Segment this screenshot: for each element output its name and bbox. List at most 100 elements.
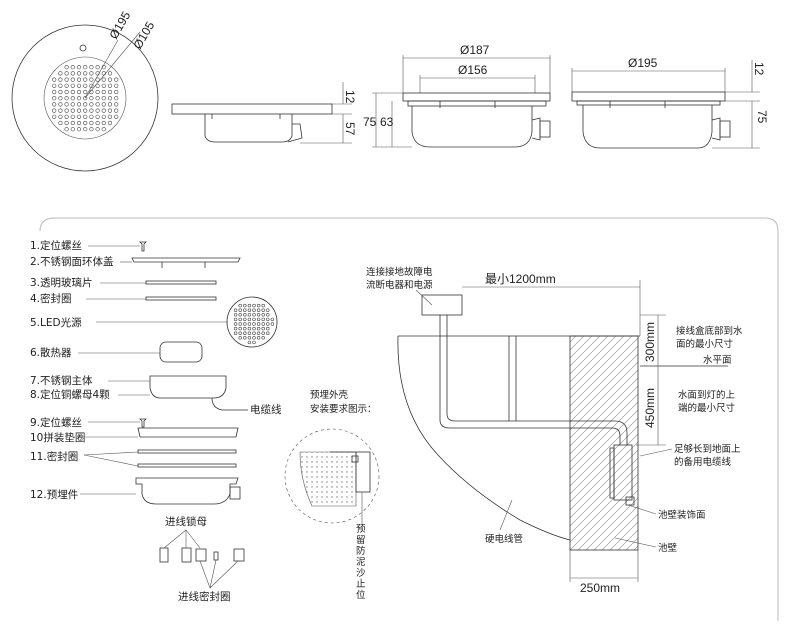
led-dot [261,331,265,335]
led-dot [107,71,113,76]
side-view-1: 12 57 [171,82,357,144]
led-dot [252,322,256,326]
led-dot [58,89,63,95]
screw-hole [79,44,87,52]
part-label-9: 9.定位螺丝 [30,416,82,429]
led-dot [247,322,252,326]
led-dot [70,127,75,132]
led-dot [70,71,75,76]
led-dot [76,127,82,132]
led-dot [89,120,94,126]
box-note-2: 面的最小尺寸 [676,338,734,350]
led-dot [76,102,82,107]
led-dot [238,313,242,317]
dim-h57: 57 [343,122,357,136]
led-dot [243,308,247,312]
led-dot [70,89,75,95]
dim-h12-b: 12 [752,62,766,76]
led-dot [261,313,265,317]
led-dot [76,108,82,113]
led-dot [70,120,75,126]
led-dot [261,322,265,326]
led-dot [64,71,69,76]
led-dot [233,331,238,335]
side-view-2: Ø187 Ø156 75 63 [363,43,551,148]
led-dot [233,326,238,331]
leak-note-1: 连接接地故障电 [366,266,433,278]
led-dot [233,308,238,312]
led-dot [243,313,247,317]
led-dot [52,77,57,82]
led-dot [252,317,256,322]
led-dot [256,308,261,312]
led-dot [247,313,252,317]
seal-ring-label: 进线密封圈 [178,590,231,603]
led-dot [76,83,82,88]
led-dot [83,83,88,88]
led-dot [107,102,113,107]
side-view-3: Ø195 12 75 [571,56,769,149]
dim-300: 300mm [643,322,657,362]
led-dot [114,96,119,101]
mud-text-char: 预 [356,524,366,535]
led-dot [83,89,88,95]
led-dot [261,317,265,322]
led-dot [261,308,265,312]
led-dot [64,102,69,107]
dim-d187: Ø187 [460,43,490,57]
dim-d105: Ø105 [130,19,157,52]
housing-title-2: 安装要求图示： [310,403,377,415]
led-dot [252,340,256,345]
led-dot [52,96,57,101]
led-dot [233,317,238,322]
led-dot [266,317,270,322]
led-dot [114,108,119,113]
led-dot [64,114,69,119]
led-dot [247,331,252,335]
part-label-8: 8.定位铜螺母4颗 [30,388,110,401]
led-dot [89,65,94,70]
part-label-6: 6.散热器 [30,346,72,359]
part-label-4: 4.密封圈 [30,292,72,305]
led-dot [101,114,106,119]
led-dot [52,89,57,95]
led-dot [52,114,57,119]
led-dot [58,120,63,126]
mud-text-char: 泥 [356,556,366,568]
led-dot [52,108,57,113]
mud-text-char: 止 [356,578,366,590]
led-dot [70,83,75,88]
led-dot [107,108,113,113]
mud-text-char: 位 [356,589,366,601]
led-dot [107,96,113,101]
led-dot [238,336,242,340]
inner-lens-circle [43,56,127,140]
led-dot [247,340,252,345]
led-dot [101,83,106,88]
led-dot [70,65,75,70]
led-dot [76,65,82,70]
led-dot [101,89,106,95]
cable-note-2: 的备用电缆线 [674,456,732,468]
led-dot [243,303,247,308]
led-dot [95,89,100,95]
led-dot [76,120,82,126]
led-dot [83,120,88,126]
led-dot [107,120,113,126]
led-dot [243,326,247,331]
led-dot [243,331,247,335]
led-dot [95,65,100,70]
led-dot [101,96,106,101]
led-dot [58,108,63,113]
dim-h63: 63 [380,115,394,129]
led-dot [64,65,69,70]
housing-title-1: 预埋外壳 [310,389,349,401]
led-dot [52,102,57,107]
led-dot [95,71,100,76]
led-dot [70,102,75,107]
lamp-note-2: 端的最小尺寸 [678,402,736,414]
led-dot [83,102,88,107]
min-1200-label: 最小1200mm [485,272,556,286]
